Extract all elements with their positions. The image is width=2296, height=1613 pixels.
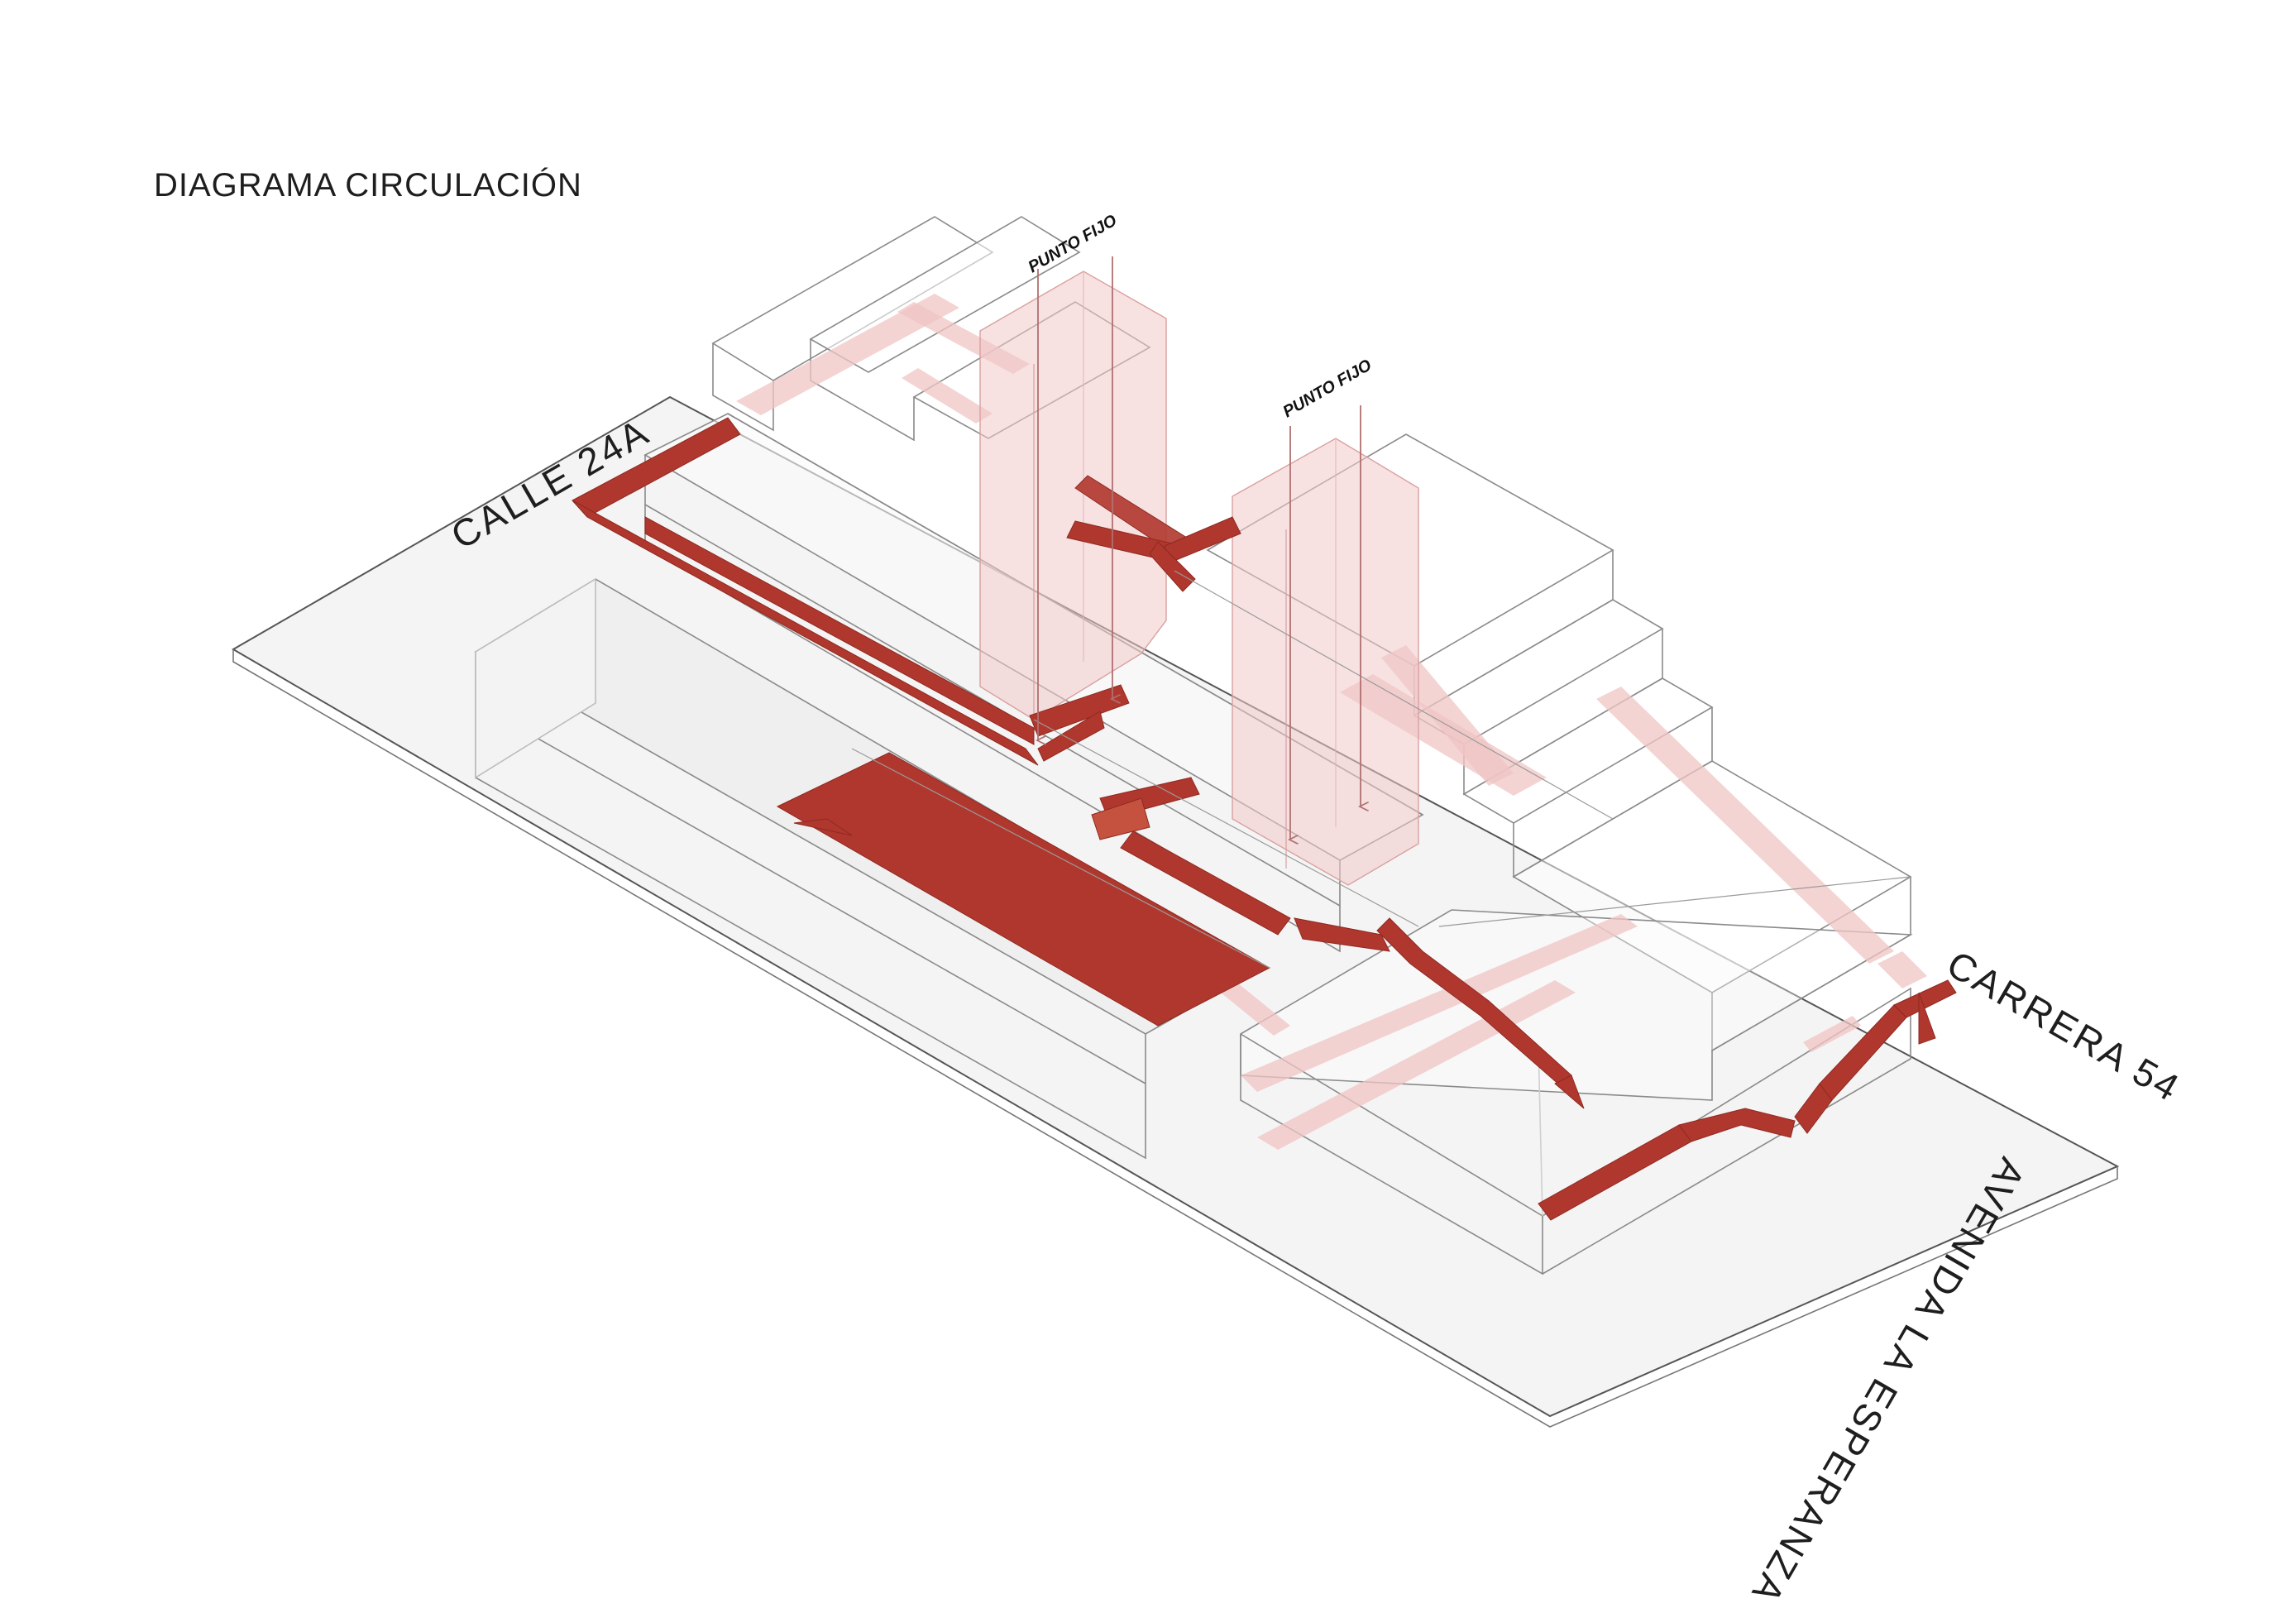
diagram-title: DIAGRAMA CIRCULACIÓN <box>154 167 582 204</box>
axonometric-diagram: PUNTO FIJO PUNTO FIJO DIAGRAMA CIRCULACI… <box>0 0 2296 1563</box>
fixed-point-shaft-south <box>1232 438 1418 885</box>
fixed-point-shaft-north <box>980 271 1166 720</box>
diagram-canvas: PUNTO FIJO PUNTO FIJO <box>0 0 2296 1563</box>
